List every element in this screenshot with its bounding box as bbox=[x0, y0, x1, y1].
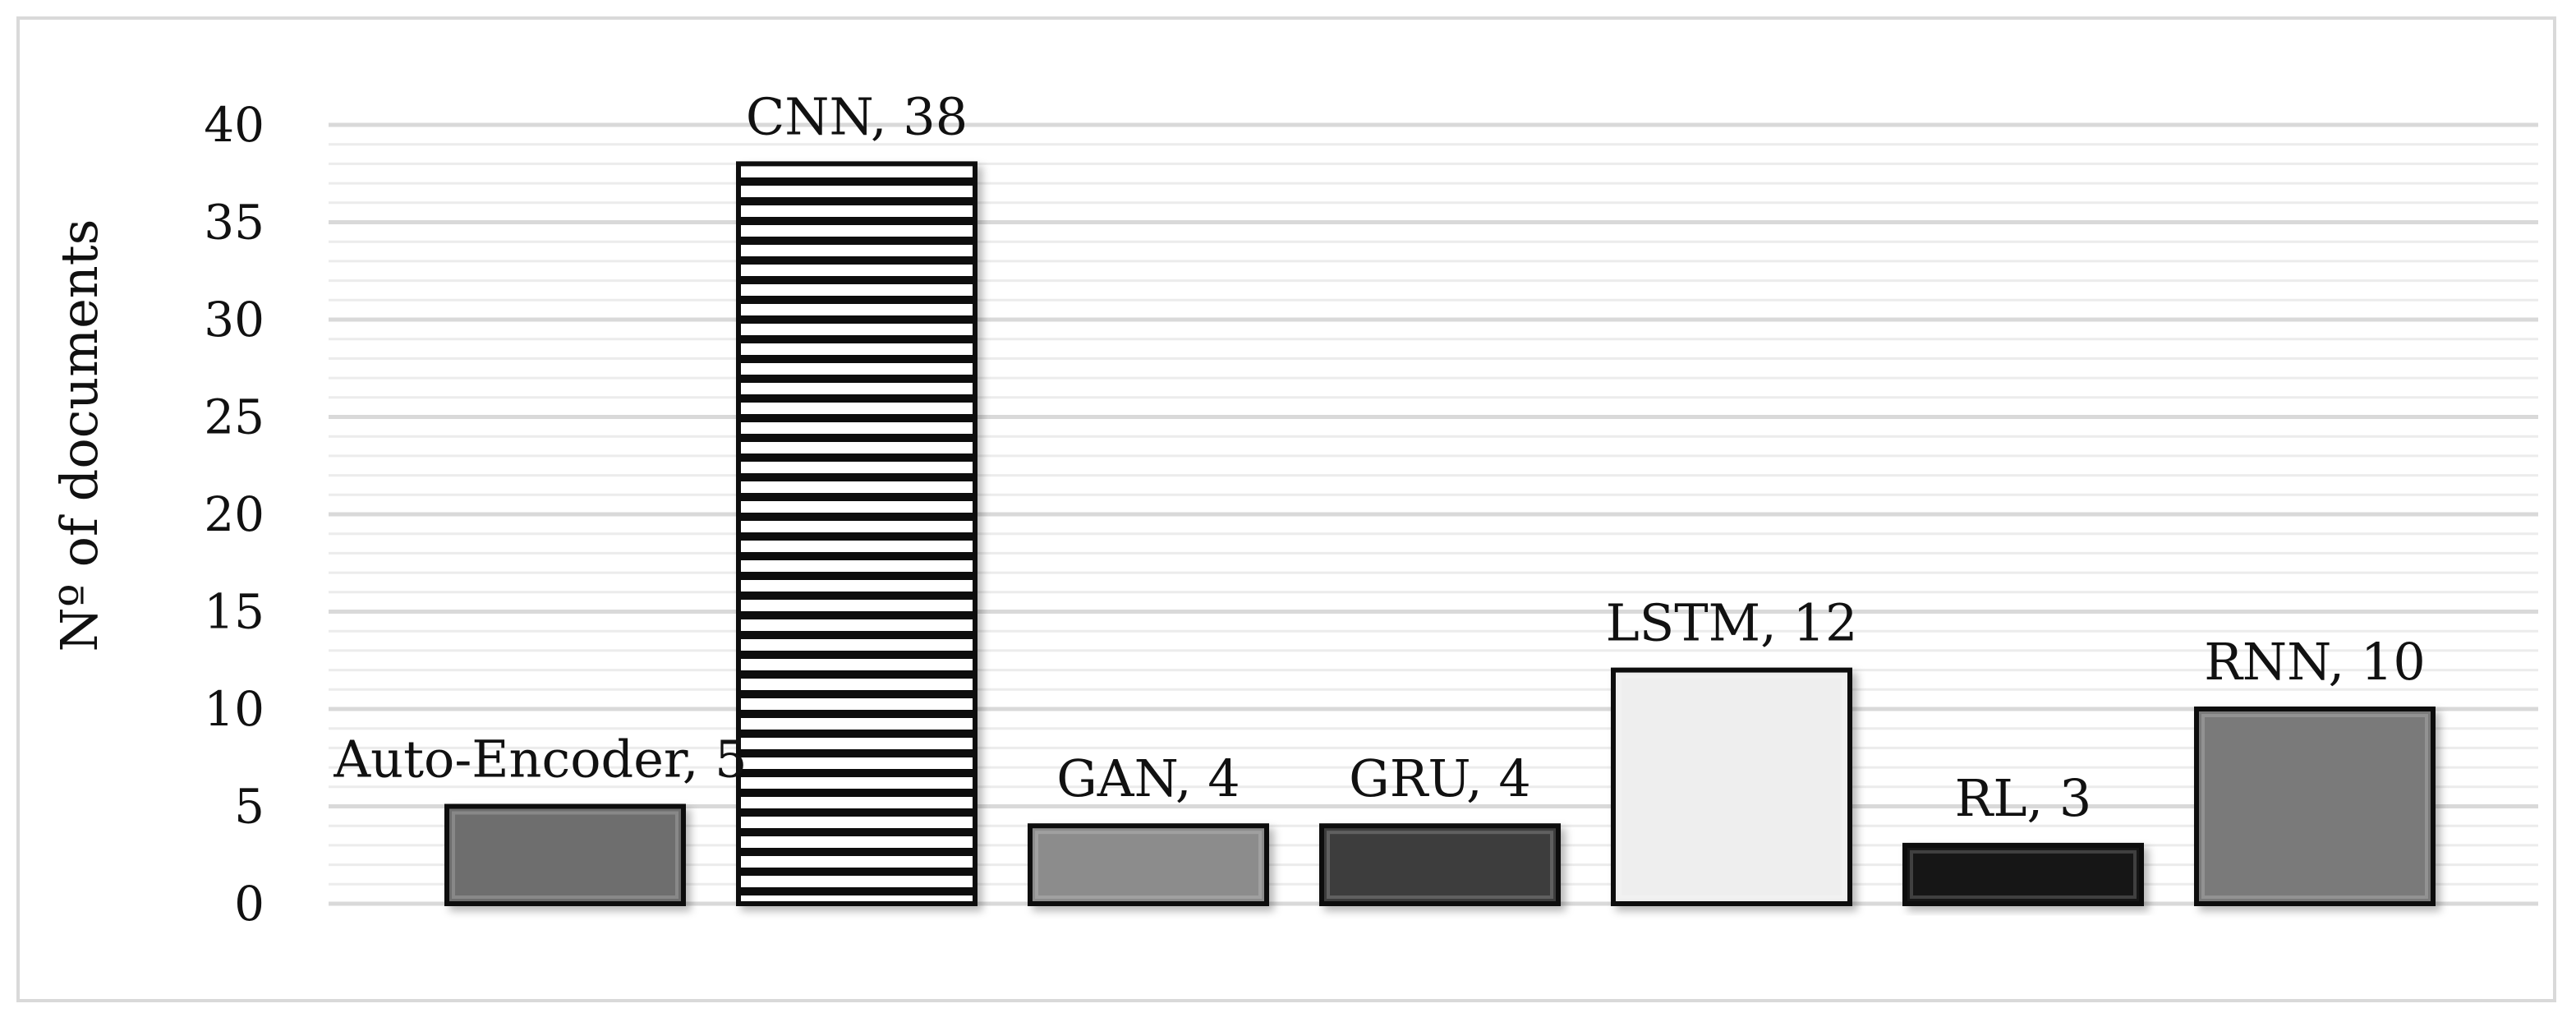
data-label-rl: RL, 3 bbox=[1955, 768, 2092, 828]
bar-bevel bbox=[452, 811, 678, 899]
data-label-gan: GAN, 4 bbox=[1056, 748, 1240, 808]
y-tick-label: 0 bbox=[234, 876, 264, 932]
y-tick-label: 35 bbox=[204, 195, 264, 251]
y-tick-label: 5 bbox=[234, 779, 264, 835]
y-axis-label: Nº of documents bbox=[49, 219, 109, 652]
bar-cnn bbox=[736, 161, 978, 906]
bar-lstm bbox=[1611, 667, 1852, 906]
y-axis-tick-labels: 0 5 10 15 20 25 30 35 40 bbox=[204, 97, 264, 932]
y-tick-label: 15 bbox=[204, 584, 264, 640]
y-tick-label: 20 bbox=[204, 486, 264, 542]
data-label-cnn: CNN, 38 bbox=[746, 86, 968, 146]
data-labels: Auto-Encoder, 5 CNN, 38 GAN, 4 GRU, 4 LSTM, … bbox=[333, 86, 2425, 828]
bar-bevel bbox=[1910, 849, 2137, 900]
data-label-rnn: RNN, 10 bbox=[2204, 632, 2426, 692]
bar-gan bbox=[1028, 823, 1269, 907]
bar-auto-encoder bbox=[444, 803, 686, 906]
minor-gridlines bbox=[329, 143, 2538, 886]
bar-rnn bbox=[2194, 707, 2436, 906]
data-label-lstm: LSTM, 12 bbox=[1606, 593, 1858, 653]
data-label-auto-encoder: Auto-Encoder, 5 bbox=[333, 730, 747, 790]
bar-gru bbox=[1319, 823, 1561, 907]
y-tick-label: 40 bbox=[204, 97, 264, 153]
bars bbox=[444, 161, 2436, 907]
bar-rl bbox=[1902, 842, 2144, 907]
data-label-gru: GRU, 4 bbox=[1349, 748, 1531, 808]
bar-bevel bbox=[2201, 714, 2428, 899]
y-tick-label: 10 bbox=[204, 681, 264, 737]
chart-frame bbox=[16, 16, 2556, 1002]
bar-bevel bbox=[1035, 831, 1262, 900]
bar-bevel bbox=[1618, 674, 1845, 899]
bar-bevel bbox=[1327, 831, 1553, 900]
y-tick-label: 30 bbox=[204, 292, 264, 348]
y-tick-label: 25 bbox=[204, 389, 264, 445]
major-gridlines bbox=[329, 122, 2538, 906]
